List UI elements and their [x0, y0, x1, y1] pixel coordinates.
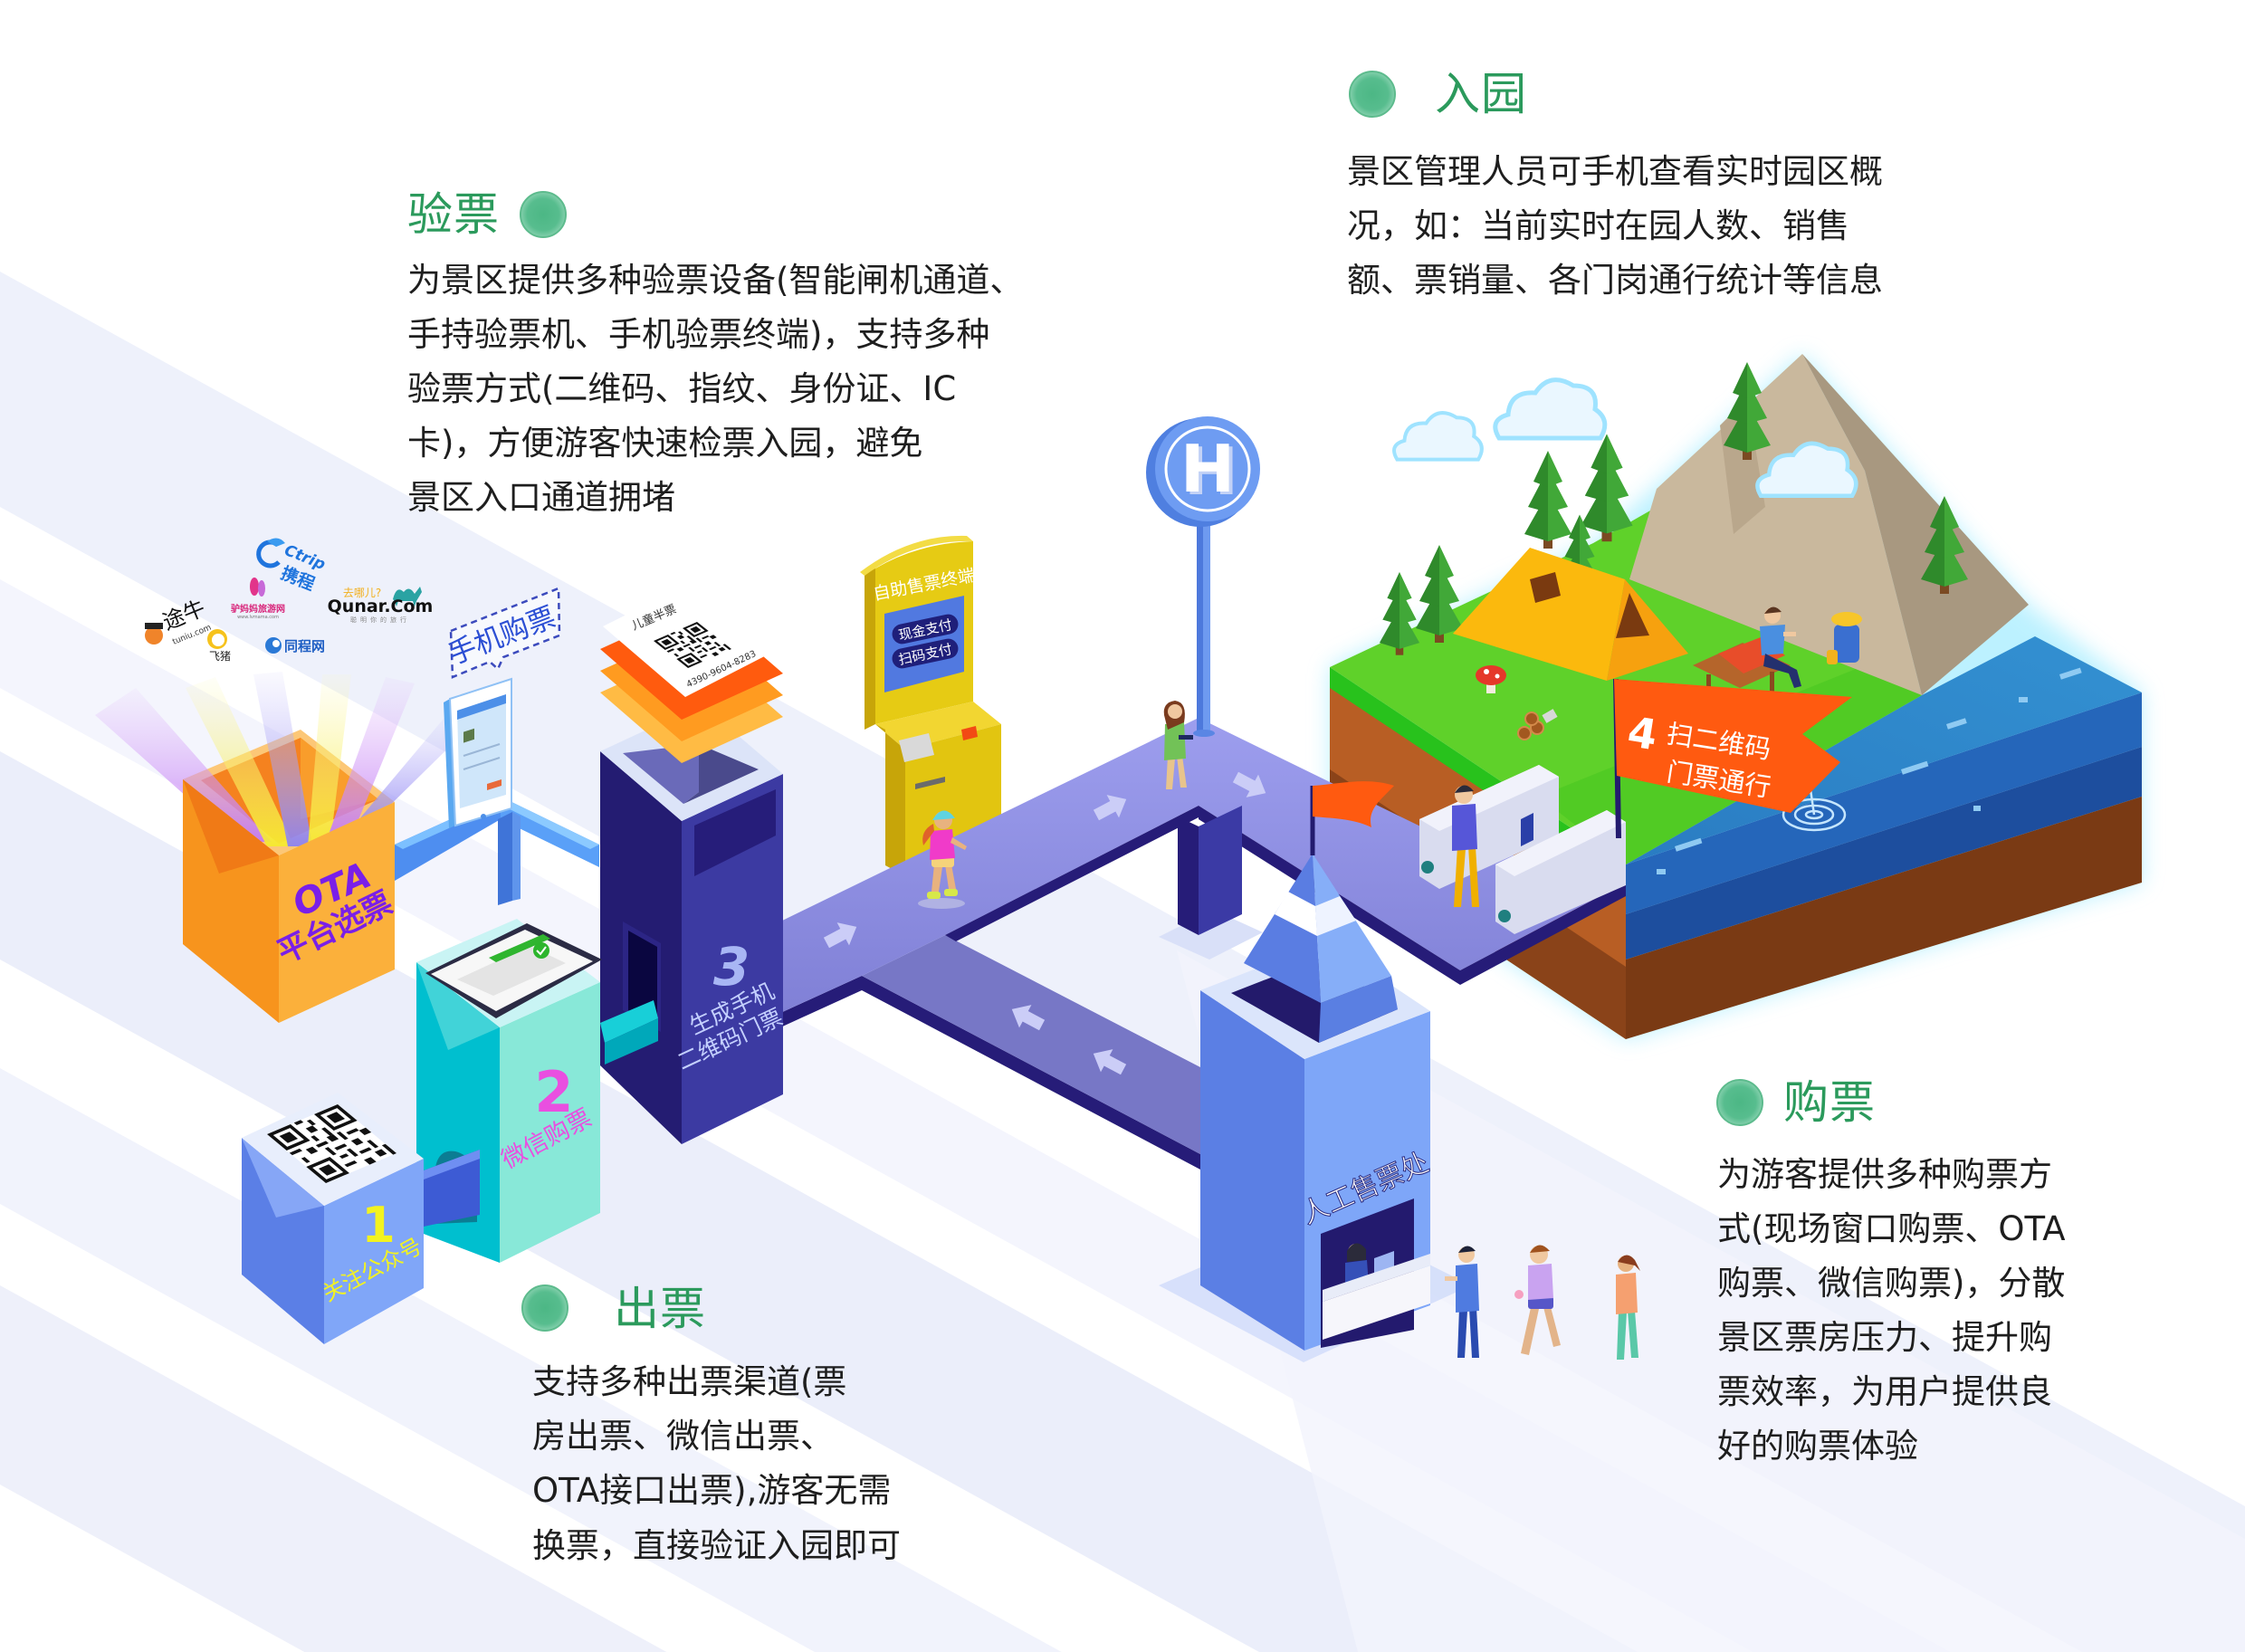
tablet-icon — [425, 923, 602, 1018]
svg-text:Qunar.Com: Qunar.Com — [328, 597, 434, 616]
section-enter-line: 额、票销量、各门岗通行统计等信息 — [1347, 261, 1883, 300]
step-2-number: 2 — [534, 1059, 573, 1125]
running-tourist-figure — [1514, 1245, 1561, 1355]
green-dot-icon — [1716, 1079, 1763, 1126]
green-dot-icon — [1349, 71, 1396, 118]
section-purchase-title: 购票 — [1783, 1076, 1876, 1129]
section-issue-line: 房出票、微信出票、 — [532, 1417, 834, 1456]
ticket-slot — [899, 733, 934, 762]
sign-letter: H — [1184, 434, 1238, 510]
section-verify-line: 验票方式(二维码、指纹、身份证、IC — [407, 369, 957, 408]
park-sign: H H — [1146, 416, 1260, 737]
card-slot — [915, 777, 945, 789]
green-dot-icon — [520, 191, 567, 238]
section-enter-title: 入园 — [1435, 68, 1527, 120]
section-purchase-line: 票效率，为用户提供良 — [1717, 1372, 2052, 1411]
walkway-pillar — [1178, 816, 1199, 935]
tower-2-3-connector — [600, 1000, 658, 1065]
section-issue-line: 支持多种出票渠道(票 — [532, 1362, 847, 1401]
section-purchase-line: 景区票房压力、提升购 — [1717, 1318, 2052, 1357]
svg-text:聪明你的旅行: 聪明你的旅行 — [350, 616, 410, 624]
section-enter-line: 况，如：当前实时在园人数、销售 — [1347, 206, 1849, 245]
section-verify-line: 卡)，方便游客快速检票入园，避免 — [407, 424, 923, 463]
mobile-purchase-bubble: 手机购票 — [444, 587, 561, 679]
water-ripple — [1782, 788, 1847, 832]
step-1-tower: 1 关注公众号 — [242, 1093, 426, 1344]
qunar-logo: 去哪儿? Qunar.Com 聪明你的旅行 — [328, 587, 434, 624]
tent — [1453, 548, 1688, 681]
svg-text:驴妈妈旅游网: 驴妈妈旅游网 — [231, 603, 285, 615]
lvmama-logo: 驴妈妈旅游网 www.lvmama.com — [231, 578, 285, 620]
green-dot-icon — [521, 1284, 568, 1332]
ota-box-front: OTA 平台选票 — [183, 779, 398, 1023]
self-service-kiosk: 自助售票终端 现金支付 扫码支付 — [860, 535, 1001, 876]
rabbit-icon — [250, 578, 259, 596]
firewood-logs — [1517, 709, 1558, 740]
section-verify-line: 景区入口通道拥堵 — [407, 478, 675, 517]
section-issue-line: OTA接口出票),游客无需 — [532, 1471, 892, 1510]
step-1-number: 1 — [361, 1197, 396, 1254]
pine-tree — [1416, 545, 1463, 643]
water-surface — [1626, 636, 2142, 864]
step-3-number: 3 — [713, 936, 750, 998]
qr-ticket-stack: 儿童半票 4390-9604-8283 — [600, 579, 783, 763]
section-purchase-line: 购票、微信购票)，分散 — [1717, 1264, 2066, 1303]
visitor-at-gate-figure — [1452, 785, 1479, 907]
qr-scanner — [1521, 813, 1533, 846]
cloud — [1394, 413, 1482, 460]
ly-logo: 同程网 — [265, 637, 325, 654]
cow-icon — [145, 626, 163, 645]
ota-light-rays — [95, 672, 473, 846]
fliggy-logo: 飞猪 — [207, 629, 231, 663]
section-purchase-line: 为游客提供多种购票方 — [1717, 1155, 2052, 1194]
red-button — [961, 726, 978, 740]
backpack — [1827, 612, 1862, 664]
tower-1-2-connector — [424, 1150, 480, 1227]
section-purchase-line: 式(现场窗口购票、OTA — [1717, 1209, 2066, 1248]
upper-walkway — [779, 718, 1626, 1014]
svg-text:去哪儿?: 去哪儿? — [343, 587, 381, 599]
pine-tree — [1524, 451, 1572, 549]
svg-text:www.lvmama.com: www.lvmama.com — [237, 615, 279, 620]
woman-with-phone-figure — [1163, 701, 1193, 789]
step-3-tower: 3 生成手机 二维码门票 — [600, 704, 787, 1144]
section-verify-line: 为景区提供多种验票设备(智能闸机通道、 — [407, 261, 1024, 300]
step-2-tower: 2 微信购票 — [416, 919, 602, 1263]
sitting-tourist-figure — [1760, 606, 1801, 688]
section-enter-line: 景区管理人员可手机查看实时园区概 — [1347, 152, 1883, 191]
woman-tourist-figure — [1616, 1255, 1640, 1360]
svg-text:H: H — [1180, 431, 1235, 507]
section-issue-title: 出票 — [614, 1283, 706, 1335]
cash-payment-button — [892, 614, 959, 645]
scan-payment-button — [892, 638, 959, 669]
queue-tourists — [1445, 1245, 1640, 1360]
walkway — [779, 718, 1626, 1170]
cloud — [1495, 380, 1605, 438]
section-purchase-line: 好的购票体验 — [1717, 1427, 1918, 1466]
water-sparkles — [1657, 667, 2082, 874]
background-stripes — [0, 272, 2245, 1652]
manual-ticket-booth: 人工售票处 — [1159, 781, 1471, 1362]
section-verify-title: 验票 — [407, 188, 500, 241]
svg-text:同程网: 同程网 — [284, 638, 325, 654]
lower-walkway — [862, 935, 1200, 1154]
smartphone-icon — [444, 677, 512, 828]
pine-tree — [1379, 571, 1420, 655]
section-issue-line: 换票，直接验证入园即可 — [532, 1526, 901, 1565]
camel-icon — [393, 587, 422, 606]
svg-text:飞猪: 飞猪 — [209, 650, 231, 663]
pine-tree — [1581, 434, 1633, 542]
skater-girl-figure — [918, 810, 967, 909]
man-in-suit-figure — [1445, 1246, 1479, 1358]
booth-flag — [1313, 781, 1394, 827]
mushroom — [1476, 665, 1506, 693]
section-verify-line: 手持验票机、手机验票终端)，支持多种 — [407, 315, 990, 354]
